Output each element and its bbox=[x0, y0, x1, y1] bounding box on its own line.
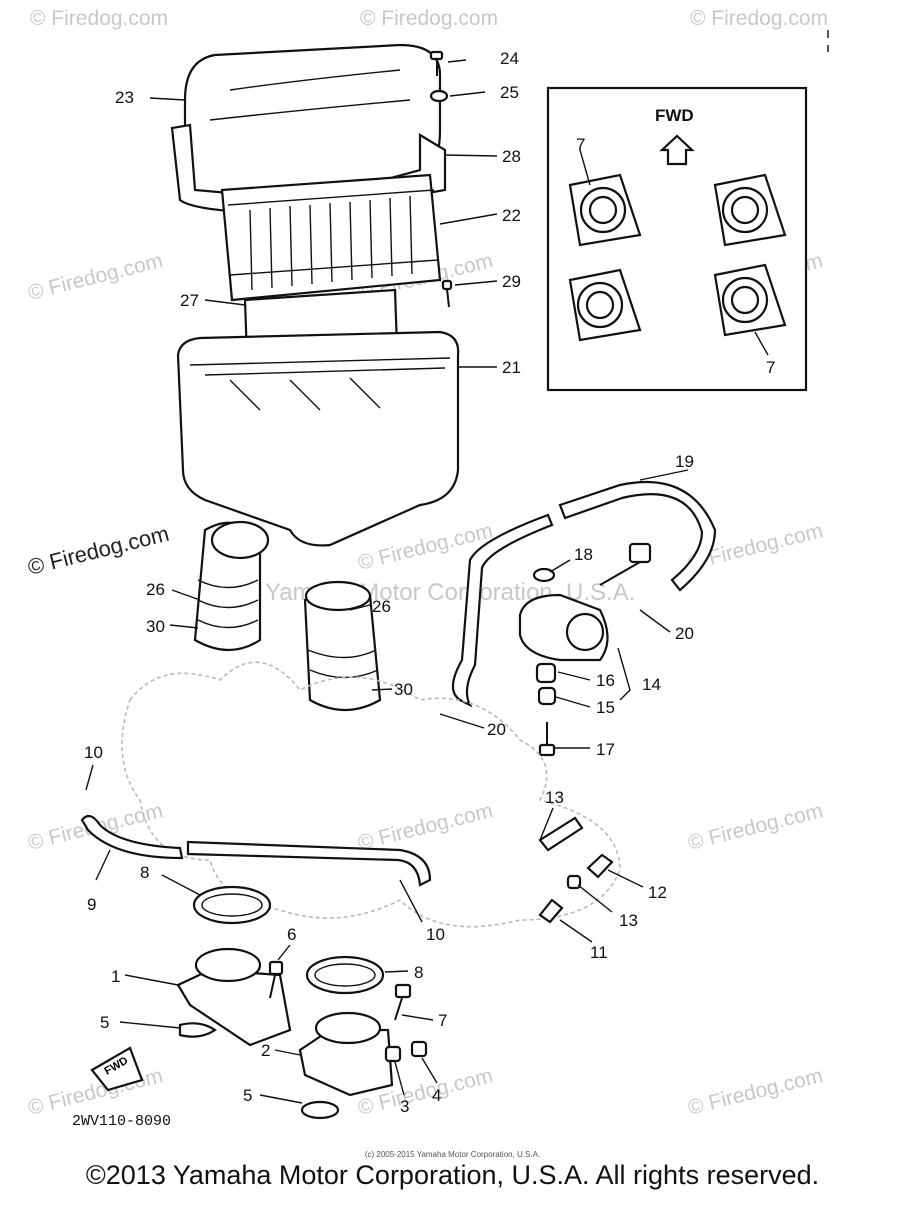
callout-13-bottom: 13 bbox=[619, 911, 638, 930]
watermark-text: © Firedog.com bbox=[356, 799, 495, 855]
callout-21: 21 bbox=[502, 358, 521, 377]
screw-29 bbox=[441, 279, 453, 308]
clip-3 bbox=[384, 1045, 402, 1063]
callout-10-mid: 10 bbox=[426, 925, 445, 944]
callout-7-inset-top: 7 bbox=[576, 135, 585, 154]
callout-23: 23 bbox=[115, 88, 134, 107]
callout-3: 3 bbox=[400, 1097, 409, 1116]
joint-flange bbox=[568, 173, 642, 247]
callout-16: 16 bbox=[596, 671, 615, 690]
intake-boot-right bbox=[303, 580, 382, 711]
hose-13 bbox=[538, 816, 584, 852]
cap-18 bbox=[532, 567, 556, 583]
breather-hose-19b bbox=[558, 480, 717, 592]
o-ring-5a bbox=[178, 1022, 217, 1038]
fwd-tag: FWD bbox=[90, 1046, 144, 1092]
breather-hose-19 bbox=[451, 513, 554, 708]
clip-13 bbox=[566, 874, 582, 890]
joint-1 bbox=[176, 947, 292, 1047]
callout-5-upper: 5 bbox=[100, 1013, 109, 1032]
callout-1: 1 bbox=[111, 967, 120, 986]
hose-12 bbox=[586, 853, 614, 879]
callout-8-upper: 8 bbox=[140, 863, 149, 882]
callout-26-left: 26 bbox=[146, 580, 165, 599]
callout-2: 2 bbox=[261, 1041, 270, 1060]
callout-29: 29 bbox=[502, 272, 521, 291]
callout-13-top: 13 bbox=[545, 788, 564, 807]
watermark-text: © Firedog.com bbox=[690, 7, 828, 30]
joint-flange bbox=[713, 173, 787, 247]
screw-24 bbox=[429, 50, 444, 76]
callout-labels: 24 25 23 28 22 29 27 21 7 7 19 18 26 26 … bbox=[84, 49, 775, 1116]
cap-15 bbox=[537, 686, 557, 706]
callout-25: 25 bbox=[500, 83, 519, 102]
callout-27: 27 bbox=[180, 291, 199, 310]
band-8-upper bbox=[192, 885, 272, 925]
callout-7-inset-bottom: 7 bbox=[766, 358, 775, 377]
fwd-inset: FWD bbox=[546, 86, 808, 392]
callout-15: 15 bbox=[596, 698, 615, 717]
air-filter-element bbox=[220, 173, 442, 302]
washer-25 bbox=[429, 89, 449, 103]
callout-24: 24 bbox=[500, 49, 519, 68]
watermark-text: © Firedog.com bbox=[360, 7, 498, 30]
callout-20-mid: 20 bbox=[487, 720, 506, 739]
callout-6: 6 bbox=[287, 925, 296, 944]
callout-10-left: 10 bbox=[84, 743, 103, 762]
callout-20-right: 20 bbox=[675, 624, 694, 643]
joint-flange bbox=[713, 263, 787, 337]
copyright-footer: ©2013 Yamaha Motor Corporation, U.S.A. A… bbox=[85, 1160, 820, 1190]
plug-16 bbox=[535, 662, 557, 684]
callout-30-left: 30 bbox=[146, 617, 165, 636]
callout-28: 28 bbox=[502, 147, 521, 166]
watermark-text: © Firedog.com bbox=[686, 799, 825, 855]
callout-14: 14 bbox=[642, 675, 661, 694]
hose-9 bbox=[80, 814, 184, 860]
callout-17: 17 bbox=[596, 740, 615, 759]
screw-7 bbox=[394, 983, 412, 1021]
intake-boot-left bbox=[193, 520, 270, 651]
callout-5-lower: 5 bbox=[243, 1086, 252, 1105]
callout-22: 22 bbox=[502, 206, 521, 225]
clip-4 bbox=[410, 1040, 428, 1058]
callout-7-lower: 7 bbox=[438, 1011, 447, 1030]
watermark-prominent: © Firedog.com bbox=[25, 521, 171, 580]
diagram-code: 2WV110-8090 bbox=[72, 1113, 172, 1130]
hose-long bbox=[186, 840, 432, 887]
callout-19: 19 bbox=[675, 452, 694, 471]
callout-9: 9 bbox=[87, 895, 96, 914]
callout-18: 18 bbox=[574, 545, 593, 564]
band-8-lower bbox=[305, 955, 385, 995]
watermark-text: © Firedog.com bbox=[30, 7, 168, 30]
screw-6 bbox=[268, 960, 284, 999]
inset-fwd-label: FWD bbox=[655, 106, 694, 125]
callout-11: 11 bbox=[590, 943, 608, 962]
air-box-case bbox=[176, 330, 460, 547]
up-arrow-icon bbox=[659, 134, 695, 166]
joint-2 bbox=[298, 1011, 394, 1097]
valve-assy-14 bbox=[518, 542, 652, 662]
screw-17 bbox=[538, 722, 556, 757]
leader-lines bbox=[85, 59, 689, 1104]
callout-26-right: 26 bbox=[372, 597, 391, 616]
o-ring-5b bbox=[300, 1100, 340, 1120]
small-copyright: (c) 2005-2015 Yamaha Motor Corporation, … bbox=[364, 1150, 541, 1159]
watermark-text: © Firedog.com bbox=[686, 1064, 825, 1120]
joint-flange bbox=[568, 268, 642, 342]
callout-8-lower: 8 bbox=[414, 963, 423, 982]
callout-4: 4 bbox=[432, 1086, 441, 1105]
watermark-text: © Firedog.com bbox=[26, 249, 165, 305]
callout-30-right: 30 bbox=[394, 680, 413, 699]
callout-12: 12 bbox=[648, 883, 667, 902]
valve-11 bbox=[538, 898, 564, 924]
